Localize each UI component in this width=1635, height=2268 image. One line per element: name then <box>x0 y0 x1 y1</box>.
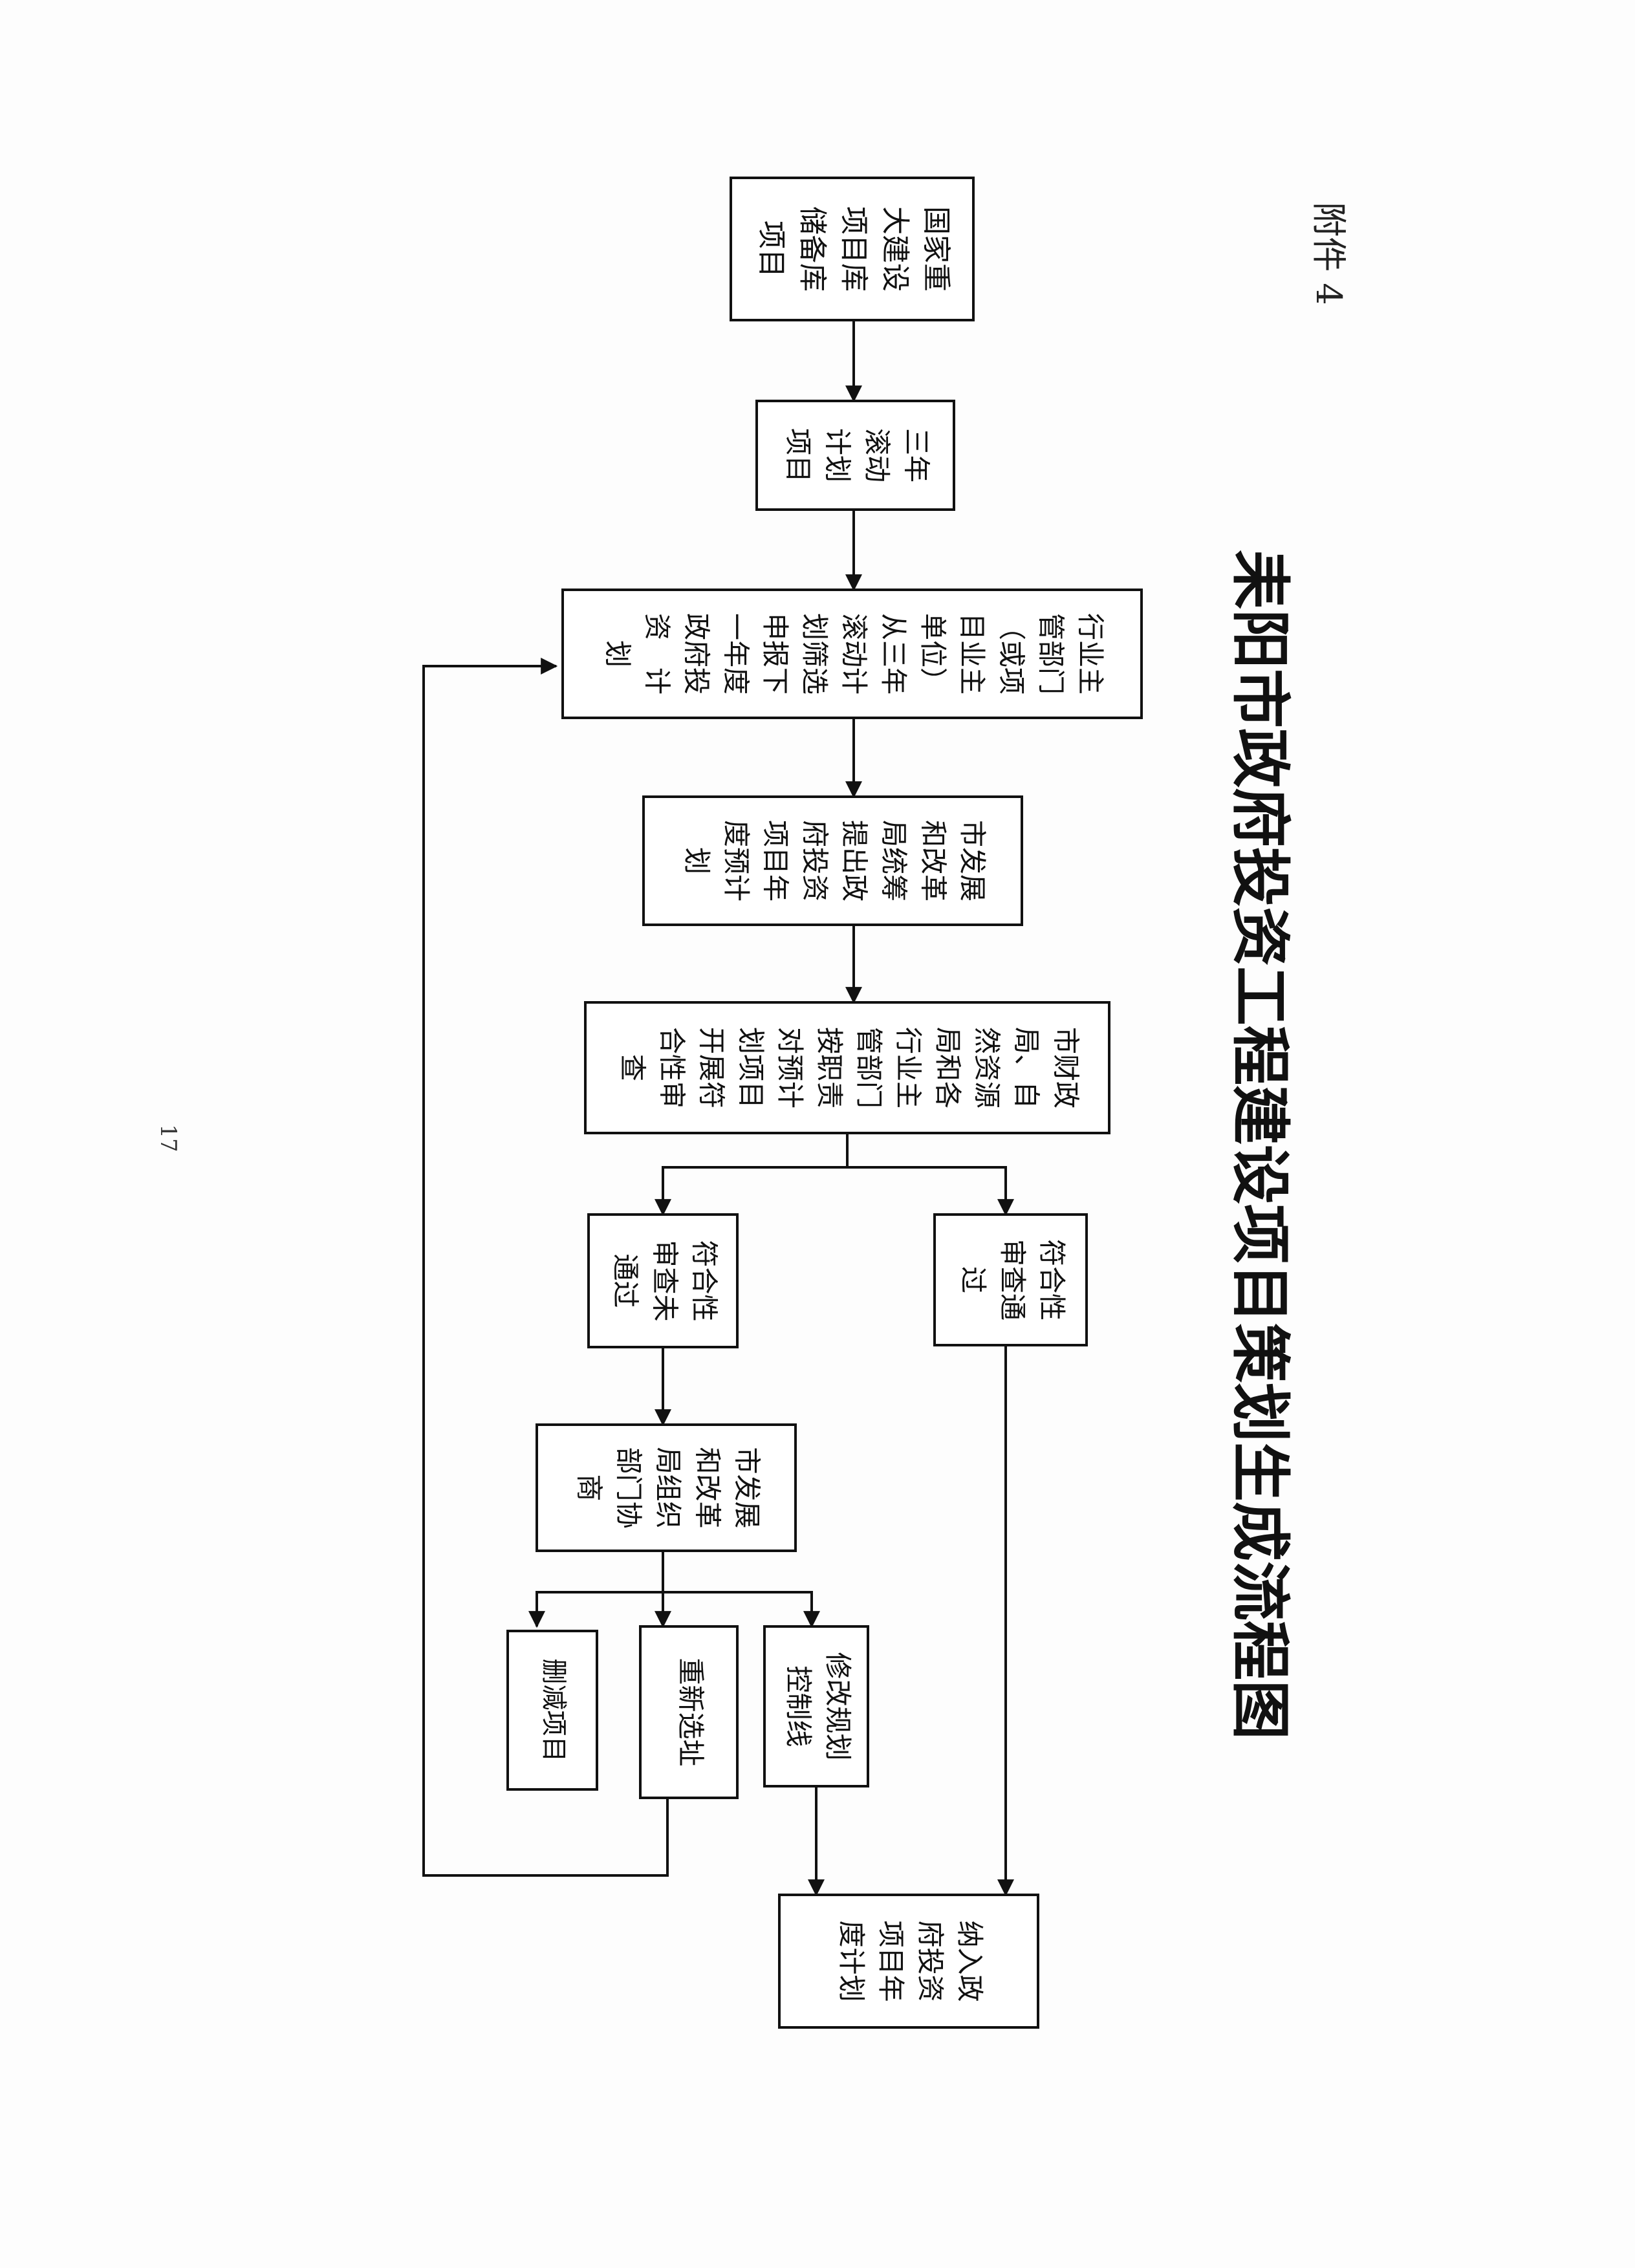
industry-declare-line: 划 <box>602 640 634 667</box>
drc-propose-line: 市发展 <box>957 820 988 902</box>
national-library-line: 储备库 <box>796 206 829 292</box>
box-finance-review <box>584 1001 1110 1134</box>
box-industry-declare <box>561 589 1143 719</box>
box-annual-plan <box>778 1894 1039 2029</box>
finance-review-line: 开展符 <box>695 1027 727 1108</box>
finance-review-line: 划项目 <box>735 1027 766 1108</box>
national-library-line: 大建设 <box>878 206 911 292</box>
finance-review-line: 合性审 <box>656 1027 688 1108</box>
box-review-fail <box>587 1213 739 1348</box>
industry-declare-line: （或项 <box>996 613 1028 695</box>
drc-propose-line: 和改革 <box>917 820 949 902</box>
industry-declare-line: 从三年 <box>878 613 909 695</box>
annual-plan-line: 度计划 <box>836 1920 867 2002</box>
modify-control-line: 控制线 <box>783 1665 814 1747</box>
drc-propose-line: 局统筹 <box>878 820 909 902</box>
drc-coordinate-line: 和改革 <box>691 1447 723 1528</box>
finance-review-line: 然资源 <box>971 1027 1003 1108</box>
box-delete-project <box>506 1630 598 1791</box>
drc-coordinate-line: 部门协 <box>613 1447 645 1528</box>
annual-plan-line: 府投资 <box>915 1920 946 2002</box>
finance-review-line: 市财政 <box>1050 1027 1081 1108</box>
box-drc-propose <box>642 795 1023 926</box>
page-title: 耒阳市政府投资工程建设项目策划生成流程图 <box>1225 550 1295 1740</box>
drc-coordinate-line: 局组织 <box>653 1447 684 1528</box>
finance-review-line: 按职责 <box>814 1027 845 1108</box>
box-drc-coordinate <box>536 1423 797 1552</box>
industry-declare-line: 划筛选 <box>799 613 830 695</box>
drc-coordinate-line: 商 <box>574 1474 605 1501</box>
box-text: 国家重大建设项目库储备库项目三年滚动计划项目行业主管部门（或项目业主单位）从三年… <box>539 206 1106 2002</box>
loop-reselect-to-industry <box>422 658 669 1877</box>
national-library-line: 项目库 <box>838 206 871 292</box>
box-national-library <box>730 177 975 321</box>
box-modify-control <box>763 1625 869 1787</box>
industry-declare-line: 资 计 <box>642 613 673 695</box>
national-library-line: 项目 <box>755 221 788 277</box>
finance-review-line: 行业主 <box>893 1027 924 1108</box>
boxes <box>506 177 1143 2029</box>
industry-declare-line: 一年度 <box>720 613 752 695</box>
three-year-line: 三年 <box>900 428 932 482</box>
box-review-pass <box>933 1213 1088 1346</box>
three-year-line: 计划 <box>822 428 854 482</box>
industry-declare-line: 滚动计 <box>838 613 870 695</box>
three-year-line: 滚动 <box>861 428 893 482</box>
box-three-year <box>755 400 955 511</box>
drc-propose-line: 提出政 <box>838 820 870 902</box>
annual-plan-line: 纳入政 <box>954 1920 986 2002</box>
delete-project-line: 删减项目 <box>539 1659 568 1762</box>
review-pass-line: 审查通 <box>997 1239 1028 1321</box>
drc-coordinate-line: 市发展 <box>731 1447 763 1528</box>
drc-propose-line: 府投资 <box>799 820 831 902</box>
finance-review-line: 局、自 <box>1011 1027 1043 1108</box>
connector-coordinate-to-modify <box>663 1591 820 1628</box>
review-fail-line: 通过 <box>610 1253 642 1308</box>
connector-finance-split <box>655 1133 849 1216</box>
review-pass-line: 符合性 <box>1036 1239 1068 1321</box>
review-pass-line: 过 <box>957 1266 989 1293</box>
drc-propose-line: 划 <box>681 847 713 874</box>
national-library-line: 国家重 <box>920 206 953 292</box>
finance-review-line: 查 <box>617 1054 649 1081</box>
industry-declare-line: 目业主 <box>957 613 988 695</box>
finance-review-line: 局和各 <box>932 1027 964 1108</box>
annual-plan-line: 项目年 <box>875 1920 907 2002</box>
industry-declare-line: 单位） <box>917 613 949 695</box>
attachment-label: 附件 4 <box>1308 202 1349 305</box>
reselect-site-line: 重新选址 <box>675 1658 707 1766</box>
drc-propose-line: 项目年 <box>760 820 792 902</box>
box-reselect-site <box>639 1625 739 1799</box>
modify-control-line: 修改规划 <box>822 1652 854 1760</box>
review-fail-line: 符合性 <box>688 1240 720 1321</box>
page-number: 17 <box>155 1124 181 1152</box>
industry-declare-line: 管部门 <box>1035 613 1067 695</box>
industry-declare-line: 行业主 <box>1074 613 1106 695</box>
drc-propose-line: 度预计 <box>720 820 752 902</box>
connector-coordinate-split <box>528 1551 664 1628</box>
finance-review-line: 对预计 <box>774 1027 806 1108</box>
connectors <box>422 320 1014 1897</box>
three-year-line: 项目 <box>783 428 814 482</box>
connector-finance-to-pass <box>847 1166 1014 1216</box>
industry-declare-line: 政府投 <box>680 613 712 695</box>
finance-review-line: 管部门 <box>853 1027 885 1108</box>
review-fail-line: 审查未 <box>649 1240 681 1321</box>
industry-declare-line: 申报下 <box>759 613 791 695</box>
